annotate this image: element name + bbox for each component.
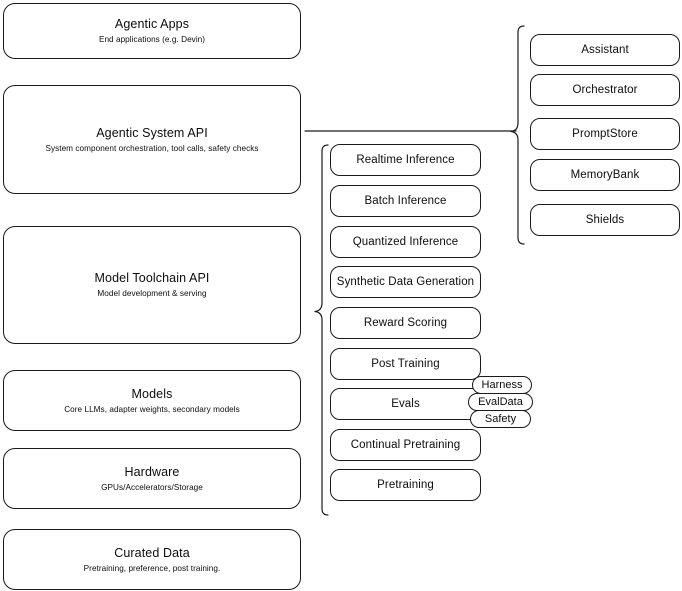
system-box-promptstore[interactable]: PromptStore <box>530 118 680 150</box>
system-box-memorybank[interactable]: MemoryBank <box>530 159 680 191</box>
layer-card-agentic-system-api[interactable]: Agentic System API System component orch… <box>3 85 301 194</box>
toolchain-box-reward-scoring[interactable]: Reward Scoring <box>330 307 481 339</box>
toolchain-label: Reward Scoring <box>363 317 448 329</box>
toolchain-box-batch-inference[interactable]: Batch Inference <box>330 185 481 217</box>
layer-card-model-toolchain-api[interactable]: Model Toolchain API Model development & … <box>3 226 301 344</box>
system-box-shields[interactable]: Shields <box>530 204 680 236</box>
system-label: Assistant <box>581 44 629 56</box>
layer-card-hardware[interactable]: Hardware GPUs/Accelerators/Storage <box>3 448 301 509</box>
toolchain-box-pretraining[interactable]: Pretraining <box>330 469 481 501</box>
toolchain-box-post-training[interactable]: Post Training <box>330 348 481 380</box>
layer-subtitle: System component orchestration, tool cal… <box>45 143 259 153</box>
toolchain-box-realtime-inference[interactable]: Realtime Inference <box>330 144 481 176</box>
layer-title: Agentic System API <box>96 125 208 140</box>
brace-system-components <box>510 25 525 245</box>
layer-title: Hardware <box>124 464 180 479</box>
layer-title: Models <box>131 386 173 401</box>
brace-toolchain-components <box>314 144 329 516</box>
evals-tag-safety[interactable]: Safety <box>470 410 531 428</box>
system-box-orchestrator[interactable]: Orchestrator <box>530 74 680 106</box>
toolchain-label: Realtime Inference <box>356 154 455 166</box>
system-box-assistant[interactable]: Assistant <box>530 34 680 66</box>
layer-card-curated-data[interactable]: Curated Data Pretraining, preference, po… <box>3 529 301 590</box>
toolchain-box-quantized-inference[interactable]: Quantized Inference <box>330 226 481 258</box>
layer-card-agentic-apps[interactable]: Agentic Apps End applications (e.g. Devi… <box>3 3 301 59</box>
system-label: MemoryBank <box>570 169 640 181</box>
layer-subtitle: Pretraining, preference, post training. <box>83 563 221 573</box>
evals-tag-evaldata[interactable]: EvalData <box>468 393 533 411</box>
system-label: PromptStore <box>572 128 638 140</box>
layer-title: Curated Data <box>114 545 190 560</box>
evals-tag-harness[interactable]: Harness <box>472 376 532 394</box>
evals-tag-label: EvalData <box>478 395 523 408</box>
layer-title: Model Toolchain API <box>94 271 210 285</box>
toolchain-box-evals[interactable]: Evals <box>330 388 481 420</box>
layer-title: Agentic Apps <box>114 17 190 31</box>
toolchain-label: Post Training <box>371 358 440 370</box>
layer-card-models[interactable]: Models Core LLMs, adapter weights, secon… <box>3 370 301 431</box>
layer-subtitle: Model development & serving <box>97 289 207 298</box>
toolchain-label: Pretraining <box>377 479 434 491</box>
evals-tag-label: Safety <box>484 412 517 425</box>
layer-subtitle: GPUs/Accelerators/Storage <box>101 482 203 492</box>
toolchain-box-continual-pretraining[interactable]: Continual Pretraining <box>330 429 481 461</box>
layer-subtitle: Core LLMs, adapter weights, secondary mo… <box>64 404 240 414</box>
toolchain-box-synthetic-data-generation[interactable]: Synthetic Data Generation <box>330 266 481 298</box>
toolchain-label: Synthetic Data Generation <box>336 276 475 288</box>
evals-tag-label: Harness <box>481 378 523 391</box>
toolchain-label: Batch Inference <box>364 195 447 207</box>
toolchain-label: Quantized Inference <box>352 236 459 248</box>
layer-subtitle: End applications (e.g. Devin) <box>98 35 206 44</box>
toolchain-label: Continual Pretraining <box>350 439 461 451</box>
toolchain-label: Evals <box>391 398 420 410</box>
system-label: Shields <box>585 214 625 226</box>
system-label: Orchestrator <box>572 84 638 96</box>
